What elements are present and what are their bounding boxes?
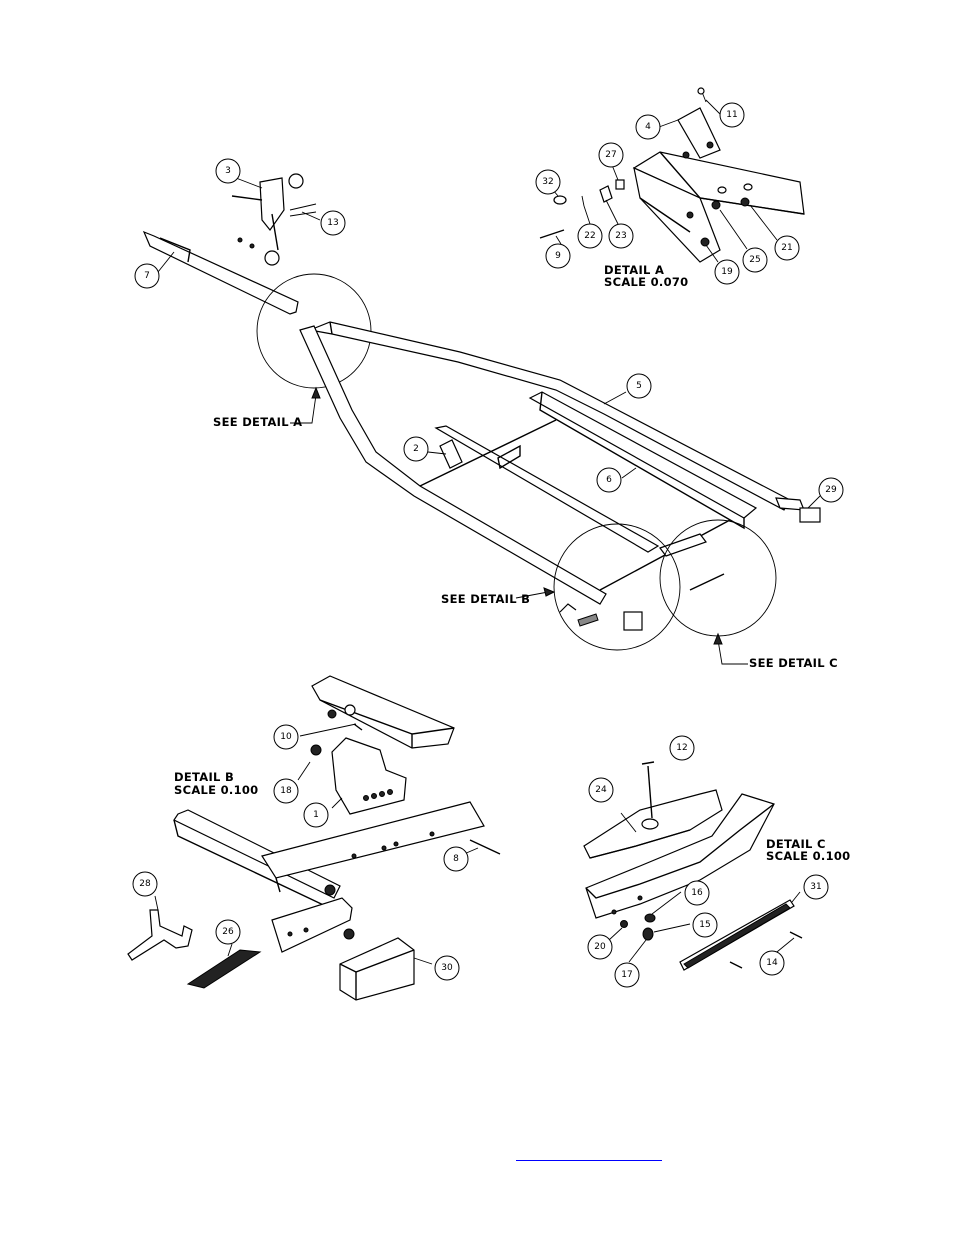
trailer-frame [142,173,821,665]
svg-text:14: 14 [766,958,778,968]
balloon-20: 20 [587,934,613,960]
balloon-29: 29 [818,477,844,503]
balloon-22: 22 [577,223,603,249]
svg-text:5: 5 [636,381,642,391]
svg-text:21: 21 [781,243,792,253]
balloon-7: 7 [134,263,160,289]
balloon-19: 19 [714,259,740,285]
detail-c-scale: SCALE 0.100 [766,849,851,863]
svg-text:8: 8 [453,854,459,864]
svg-text:25: 25 [749,255,760,265]
svg-text:10: 10 [280,732,292,742]
balloon-12: 12 [669,735,695,761]
svg-text:12: 12 [676,743,687,753]
balloon-21: 21 [774,235,800,261]
balloon-28: 28 [132,871,158,897]
svg-text:27: 27 [605,150,616,160]
detail-b-scale: SCALE 0.100 [174,783,259,797]
svg-text:18: 18 [280,786,292,796]
detail-a-title: DETAIL A [604,263,664,277]
svg-text:3: 3 [225,166,231,176]
balloon-17: 17 [614,962,640,988]
balloon-32: 32 [535,169,561,195]
svg-text:9: 9 [555,251,561,261]
svg-text:15: 15 [699,920,710,930]
balloon-13: 13 [320,210,346,236]
detail-a-assembly [539,87,805,263]
balloon-18: 18 [273,778,299,804]
balloon-15: 15 [692,912,718,938]
balloon-11: 11 [719,102,745,128]
svg-text:13: 13 [327,218,338,228]
svg-text:16: 16 [691,888,703,898]
see-detail-c: SEE DETAIL C [749,656,838,670]
svg-text:28: 28 [139,879,151,889]
svg-text:29: 29 [825,485,837,495]
balloon-4: 4 [635,114,661,140]
svg-text:11: 11 [726,110,737,120]
svg-text:32: 32 [542,177,553,187]
svg-text:26: 26 [222,927,234,937]
balloon-27: 27 [598,142,624,168]
balloon-30: 30 [434,955,460,981]
detail-c-title: DETAIL C [766,837,826,851]
detail-c-assembly [583,761,803,971]
svg-text:17: 17 [621,970,632,980]
svg-text:30: 30 [441,963,453,973]
see-detail-b: SEE DETAIL B [441,592,530,606]
detail-b-assembly [127,675,501,1001]
balloon-3: 3 [215,158,241,184]
balloon-9: 9 [545,243,571,269]
see-detail-a: SEE DETAIL A [213,415,302,429]
detail-a-scale: SCALE 0.070 [604,275,689,289]
balloon-8: 8 [443,846,469,872]
part-balloons: 3 13 7 11 4 27 32 22 23 9 25 21 19 5 2 6… [132,102,844,988]
balloon-24: 24 [588,777,614,803]
detail-captions: DETAIL A SCALE 0.070 SEE DETAIL A SEE DE… [174,263,851,863]
balloon-31: 31 [803,874,829,900]
svg-text:19: 19 [721,267,733,277]
svg-text:7: 7 [144,271,150,281]
balloon-5: 5 [626,373,652,399]
svg-text:1: 1 [313,810,319,820]
balloon-1: 1 [303,802,329,828]
footer-link[interactable] [516,1140,662,1161]
svg-text:23: 23 [615,231,626,241]
svg-text:20: 20 [594,942,606,952]
svg-text:31: 31 [810,882,821,892]
svg-text:24: 24 [595,785,607,795]
balloon-16: 16 [684,880,710,906]
svg-text:6: 6 [606,475,612,485]
balloon-26: 26 [215,919,241,945]
balloon-23: 23 [608,223,634,249]
balloon-25: 25 [742,247,768,273]
svg-text:4: 4 [645,122,651,132]
detail-b-title: DETAIL B [174,770,234,784]
balloon-2: 2 [403,436,429,462]
svg-text:22: 22 [584,231,595,241]
svg-text:2: 2 [413,444,419,454]
balloon-14: 14 [759,950,785,976]
balloon-6: 6 [596,467,622,493]
balloon-10: 10 [273,724,299,750]
